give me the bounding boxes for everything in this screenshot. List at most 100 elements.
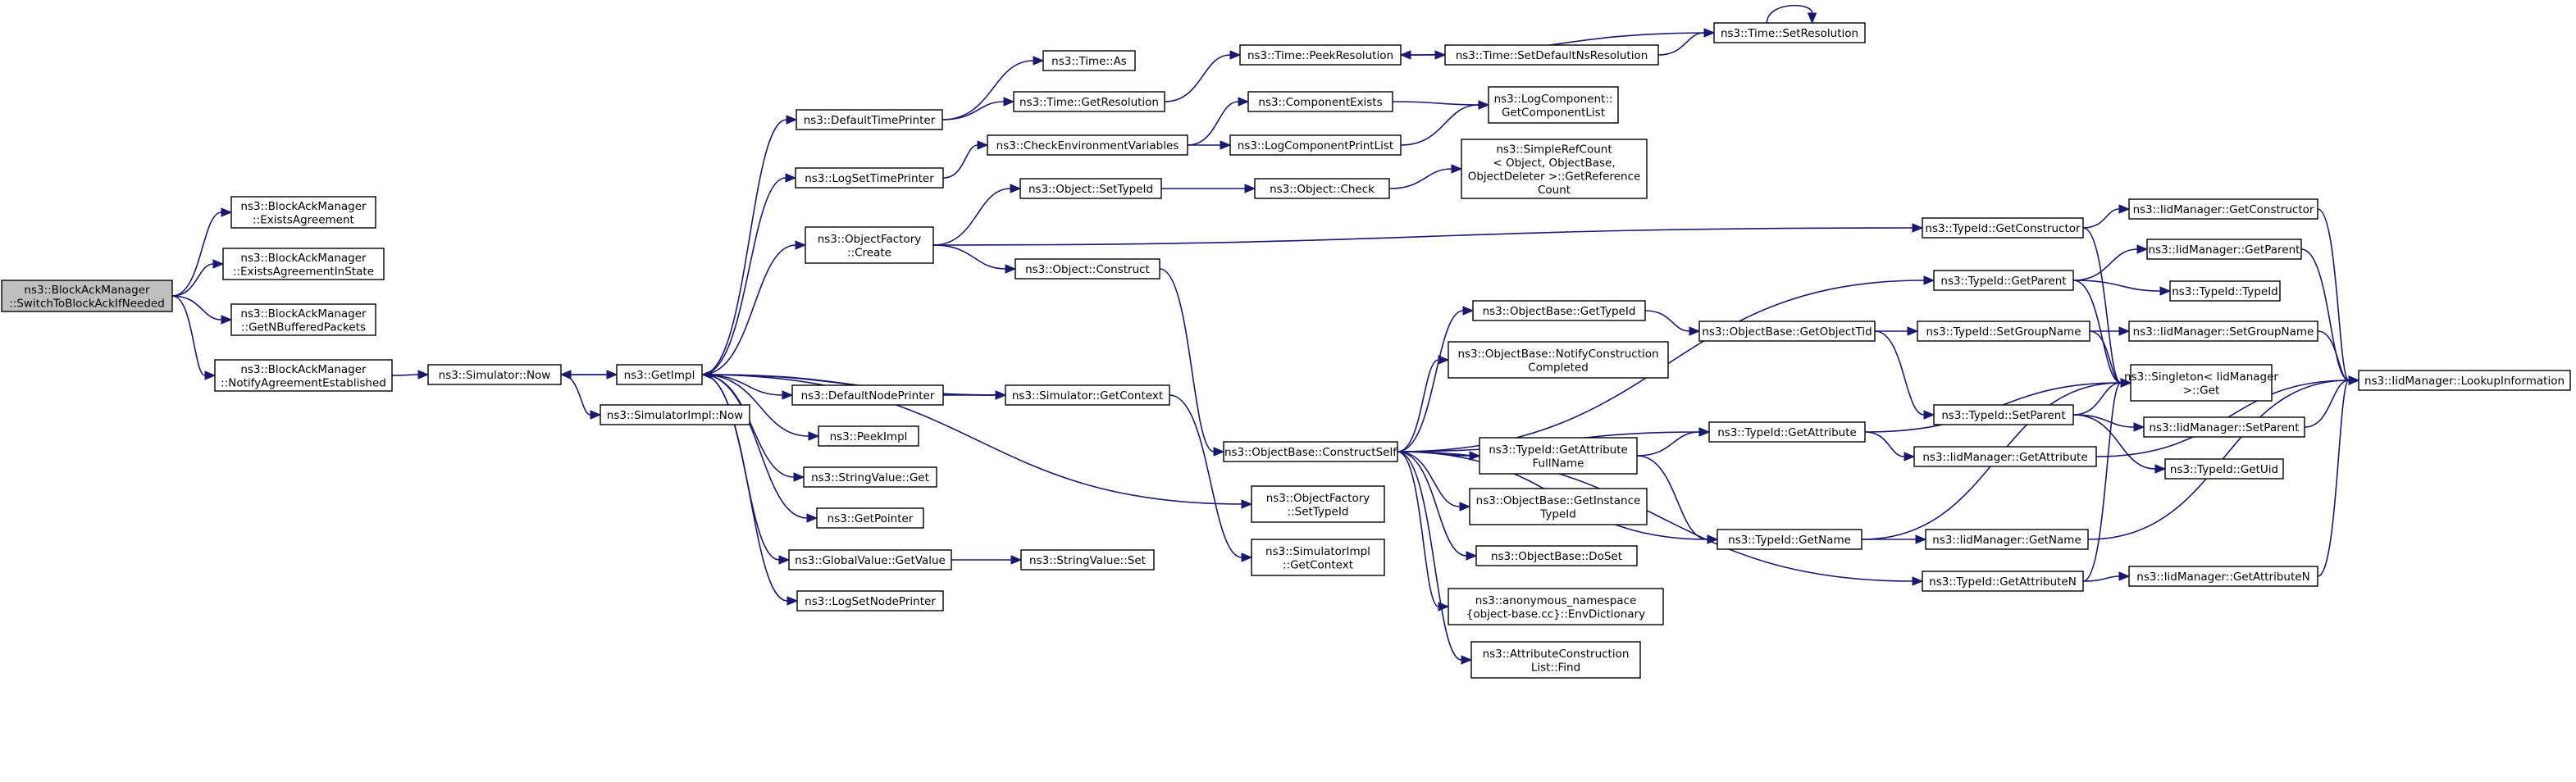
node-label-line: ns3::BlockAckManager [240,200,367,213]
node-typeIdGetParent[interactable]: ns3::TypeId::GetParent [1933,270,2074,291]
node-envDict[interactable]: ns3::anonymous_namespace{object-base.cc}… [1448,588,1664,625]
node-iidLookupInfo[interactable]: ns3::IidManager::LookupInformation [2358,370,2571,391]
edge-iidGetAttributeN-to-iidLookupInfo [2317,375,2360,577]
node-box [1254,178,1390,199]
node-logCompGetList[interactable]: ns3::LogComponent::GetComponentList [1488,86,1619,124]
node-label-line: ns3::StringValue::Get [811,471,929,484]
edge-typeIdSetGroupName-to-iidSetGroupName [2089,326,2131,336]
node-globalValGet[interactable]: ns3::GlobalValue::GetValue [788,549,952,571]
node-iidGetName[interactable]: ns3::IidManager::GetName [1925,529,2089,550]
edge-simNow-to-simImplNow [560,374,602,420]
node-notify[interactable]: ns3::BlockAckManager::NotifyAgreementEst… [214,359,393,392]
node-defNodePrinter[interactable]: ns3::DefaultNodePrinter [791,384,944,406]
edge-getImpl-to-simNow [559,370,618,380]
edge-typeIdGetParent-to-iidGetParent [2072,244,2149,281]
node-iidGetConstructor[interactable]: ns3::IidManager::GetConstructor [2128,198,2318,220]
edge-typeIdGetAttrFull-to-typeIdGetAttr [1636,427,1711,457]
edge-getImpl-to-getPointer [701,374,818,523]
node-singletonGet[interactable]: ns3::Singleton< IidManager>::Get [2124,364,2278,402]
node-label-line: ns3::ObjectFactory [1266,492,1370,505]
node-typeIdSetParent[interactable]: ns3::TypeId::SetParent [1933,404,2074,425]
node-objCheck[interactable]: ns3::Object::Check [1254,178,1390,199]
node-iidSetGroupName[interactable]: ns3::IidManager::SetGroupName [2128,321,2318,342]
node-label-line: ns3::BlockAckManager [24,284,150,297]
node-box [987,134,1188,156]
node-typeIdGetAttr[interactable]: ns3::TypeId::GetAttribute [1708,421,1866,443]
edge-typeIdGetAttrFull-to-typeIdGetName [1636,455,1719,544]
node-getNBuf[interactable]: ns3::BlockAckManager::GetNBufferedPacket… [230,303,376,336]
node-typeIdGetConstructor[interactable]: ns3::TypeId::GetConstructor [1922,217,2084,239]
node-simImplNow[interactable]: ns3::SimulatorImpl::Now [600,404,750,425]
node-label-line: ns3::TypeId::GetUid [2170,463,2278,476]
node-box [222,248,385,280]
node-label-line: ns3::SimpleRefCount [1496,143,1612,156]
node-label-line: ns3::IidManager::GetAttributeN [2136,571,2309,584]
node-strValSet[interactable]: ns3::StringValue::Set [1020,549,1155,571]
node-objBaseGetObjectTid[interactable]: ns3::ObjectBase::GetObjectTid [1698,321,1876,342]
node-objBaseDoSet[interactable]: ns3::ObjectBase::DoSet [1475,545,1638,566]
node-simGetContext[interactable]: ns3::Simulator::GetContext [1005,384,1170,406]
node-objBaseConstructSelf[interactable]: ns3::ObjectBase::ConstructSelf [1223,441,1398,462]
node-compExists[interactable]: ns3::ComponentExists [1247,91,1393,112]
node-iidSetParent[interactable]: ns3::IidManager::SetParent [2143,416,2305,438]
node-exists[interactable]: ns3::BlockAckManager::ExistsAgreement [230,196,376,229]
node-label-line: ns3::DefaultNodePrinter [801,389,935,402]
node-defTimePrinter[interactable]: ns3::DefaultTimePrinter [796,109,943,130]
node-iidGetParent[interactable]: ns3::IidManager::GetParent [2146,239,2302,260]
edge-objFactCreate-to-objConstruct [932,244,1017,274]
node-logSetNode[interactable]: ns3::LogSetNodePrinter [796,590,944,612]
node-label-line: ns3::ObjectBase::GetTypeId [1483,305,1636,318]
node-label-line: < Object, ObjectBase, [1493,157,1615,170]
node-label-line: ::ExistsAgreement [253,213,354,226]
edge-getImpl-to-strValGet [701,374,805,482]
node-simpleRef[interactable]: ns3::SimpleRefCount< Object, ObjectBase,… [1461,139,1648,199]
node-typeIdSetGroupName[interactable]: ns3::TypeId::SetGroupName [1917,321,2090,342]
edge-iidSetParent-to-iidLookupInfo [2304,375,2360,428]
node-label-line: GetComponentList [1502,106,1605,119]
node-typeIdTypeId[interactable]: ns3::TypeId::TypeId [2169,280,2281,302]
node-typeIdGetName[interactable]: ns3::TypeId::GetName [1717,529,1862,550]
node-label-line: ObjectDeleter >::GetReference [1468,170,1641,183]
node-typeIdGetAttrN[interactable]: ns3::TypeId::GetAttributeN [1922,571,2084,592]
node-box [1020,549,1155,571]
node-box [1019,178,1162,199]
node-iidGetAttributeN[interactable]: ns3::IidManager::GetAttributeN [2128,566,2318,587]
node-simImplGetContext[interactable]: ns3::SimulatorImpl::GetContext [1251,539,1385,576]
node-typeIdGetUid[interactable]: ns3::TypeId::GetUid [2164,458,2284,480]
node-checkEnv[interactable]: ns3::CheckEnvironmentVariables [987,134,1188,156]
node-label-line: ns3::BlockAckManager [240,252,367,265]
node-objBaseNotify[interactable]: ns3::ObjectBase::NotifyConstructionCompl… [1448,341,1669,379]
edge-root-to-exists [171,207,233,297]
node-box [805,226,934,264]
node-timePeekRes[interactable]: ns3::Time::PeekResolution [1239,44,1402,66]
node-existsState[interactable]: ns3::BlockAckManager::ExistsAgreementInS… [222,248,385,280]
node-label-line: ns3::IidManager::GetName [1932,534,2081,547]
node-simNow[interactable]: ns3::Simulator::Now [427,364,562,385]
node-strValGet[interactable]: ns3::StringValue::Get [803,466,937,488]
node-objFactCreate[interactable]: ns3::ObjectFactory::Create [805,226,934,264]
node-timeAs[interactable]: ns3::Time::As [1042,50,1136,71]
node-box [1933,270,2074,291]
node-box [1013,91,1165,112]
node-logCompPrint[interactable]: ns3::LogComponentPrintList [1229,134,1402,156]
node-iidGetAttribute[interactable]: ns3::IidManager::GetAttribute [1913,446,2097,467]
node-logSetTime[interactable]: ns3::LogSetTimePrinter [795,167,944,189]
node-box [1717,529,1862,550]
node-label-line: ns3::Singleton< IidManager [2124,371,2278,384]
node-objConstruct[interactable]: ns3::Object::Construct [1014,258,1160,280]
node-timeSetDefNs[interactable]: ns3::Time::SetDefaultNsResolution [1444,44,1659,66]
node-root[interactable]: ns3::BlockAckManager::SwitchToBlockAckIf… [1,280,173,312]
node-timeSetRes[interactable]: ns3::Time::SetResolution [1713,22,1866,43]
node-objBaseGetTypeId[interactable]: ns3::ObjectBase::GetTypeId [1472,300,1646,321]
node-getImpl[interactable]: ns3::GetImpl [616,364,703,385]
node-objFactSetTypeId[interactable]: ns3::ObjectFactory::SetTypeId [1251,485,1385,523]
node-getPointer[interactable]: ns3::GetPointer [816,507,924,529]
node-objSetTypeId[interactable]: ns3::Object::SetTypeId [1019,178,1162,199]
node-box [1698,321,1876,342]
node-box [2146,239,2302,260]
node-timeGetRes[interactable]: ns3::Time::GetResolution [1013,91,1165,112]
node-peekImpl[interactable]: ns3::PeekImpl [818,425,919,447]
